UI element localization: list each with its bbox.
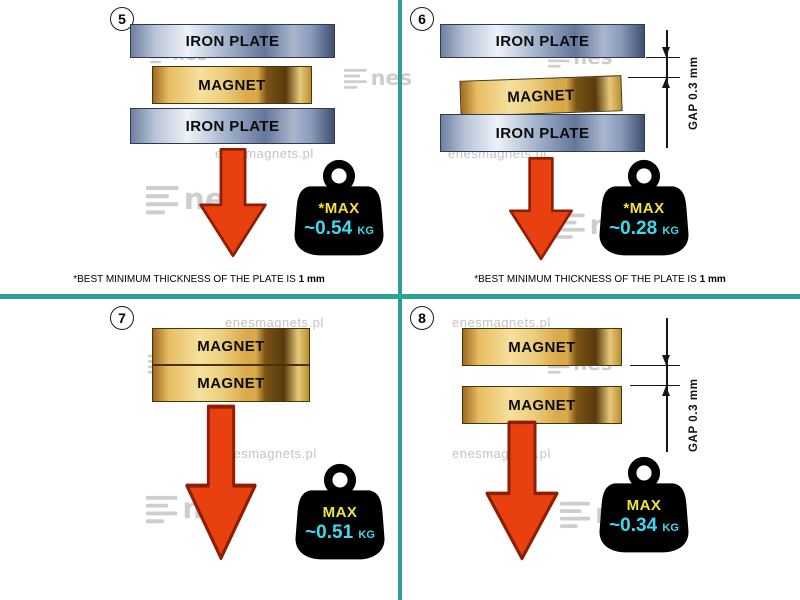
kettlebell-weight-icon: *MAX ~0.28 KG [592, 158, 696, 262]
kettlebell-weight-icon: *MAX ~0.54 KG [287, 158, 391, 262]
weight-max-label: *MAX [318, 200, 360, 217]
iron-plate-label: IRON PLATE [185, 117, 280, 135]
magnet-bar: MAGNET [152, 66, 312, 104]
dimension-tick [628, 77, 680, 78]
enes-logo-icon [146, 182, 179, 218]
down-arrow-icon [509, 156, 573, 261]
iron-plate-bar: IRON PLATE [440, 24, 645, 58]
iron-plate-label: IRON PLATE [495, 124, 590, 142]
down-arrow-icon [199, 147, 267, 258]
enes-logo-icon [344, 66, 367, 91]
weight-value: ~0.28 [609, 217, 658, 239]
enes-logo-icon [146, 492, 178, 526]
magnet-bar: MAGNET [459, 75, 623, 117]
magnet-bar: MAGNET [462, 386, 622, 424]
dimension-arrow-down-icon [662, 47, 670, 57]
iron-plate-bar: IRON PLATE [130, 24, 335, 58]
weight-unit: KG [662, 224, 679, 237]
footnote-text: *BEST MINIMUM THICKNESS OF THE PLATE IS [73, 274, 296, 285]
enes-logo-text: nes [370, 66, 413, 91]
magnet-label: MAGNET [197, 338, 265, 355]
weight-unit: KG [358, 528, 375, 541]
weight-value: ~0.51 [305, 521, 354, 543]
down-arrow-icon [485, 420, 559, 561]
weight-value: ~0.34 [609, 514, 658, 536]
panel-number-badge: 8 [410, 306, 434, 330]
dimension-arrow-up-icon [662, 78, 670, 88]
magnet-label: MAGNET [507, 86, 575, 106]
magnet-bar: MAGNET [152, 328, 310, 365]
dimension-tick [630, 365, 680, 366]
footnote-bold: 1 mm [699, 274, 726, 285]
footnote-bold: 1 mm [298, 274, 325, 285]
weight-max-label: MAX [322, 504, 358, 521]
magnet-label: MAGNET [508, 396, 576, 414]
weight-unit: KG [357, 224, 374, 237]
weight-max-label: *MAX [623, 200, 665, 217]
panel-number-badge: 7 [110, 306, 134, 330]
iron-plate-label: IRON PLATE [185, 32, 280, 50]
magnet-label: MAGNET [197, 375, 265, 392]
gap-label: GAP 0.3 mm [688, 378, 700, 452]
footnote: *BEST MINIMUM THICKNESS OF THE PLATE IS … [402, 272, 798, 287]
watermark-site: enesmagnets.pl [218, 446, 317, 461]
iron-plate-label: IRON PLATE [495, 32, 590, 50]
footnote-text: *BEST MINIMUM THICKNESS OF THE PLATE IS [474, 274, 697, 285]
kettlebell-weight-icon: MAX ~0.34 KG [592, 455, 696, 559]
magnet-label: MAGNET [198, 76, 266, 94]
down-arrow-icon [185, 404, 257, 561]
weight-max-label: MAX [626, 497, 662, 514]
iron-plate-bar: IRON PLATE [130, 108, 335, 144]
kettlebell-weight-icon: MAX ~0.51 KG [288, 462, 392, 566]
weight-unit: KG [662, 521, 679, 534]
dimension-arrow-up-icon [662, 386, 670, 396]
dimension-arrow-down-icon [662, 355, 670, 365]
watermark-site: enesmagnets.pl [225, 315, 324, 330]
dimension-line [666, 30, 668, 148]
magnet-bar: MAGNET [152, 365, 310, 402]
magnet-bar: MAGNET [462, 328, 622, 366]
vertical-divider [398, 0, 402, 600]
footnote: *BEST MINIMUM THICKNESS OF THE PLATE IS … [0, 272, 398, 287]
magnet-label: MAGNET [508, 338, 576, 356]
dimension-tick [646, 57, 680, 58]
enes-logo-icon [560, 498, 590, 531]
weight-value: ~0.54 [304, 217, 353, 239]
dimension-tick [630, 385, 680, 386]
iron-plate-bar: IRON PLATE [440, 114, 645, 152]
gap-label: GAP 0.3 mm [688, 56, 700, 130]
watermark-site: enesmagnets.pl [452, 315, 551, 330]
panel-number-badge: 6 [410, 7, 434, 31]
